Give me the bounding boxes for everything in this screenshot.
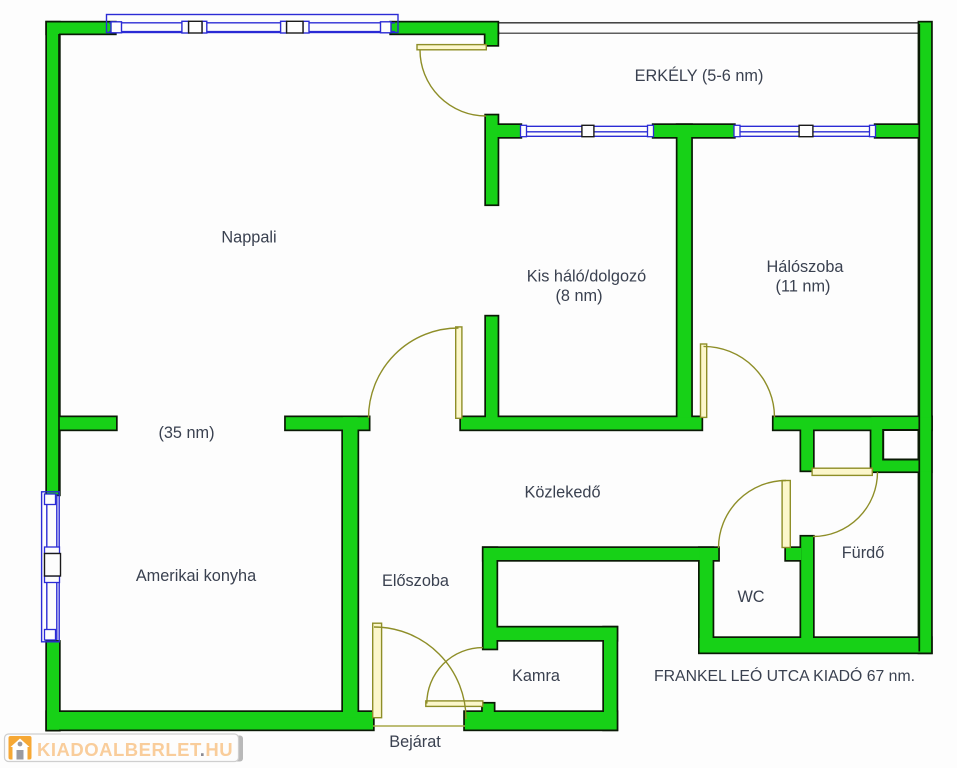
svg-text:(35 nm): (35 nm)	[158, 424, 214, 442]
svg-text:(8 nm): (8 nm)	[555, 287, 602, 305]
svg-text:Hálószoba: Hálószoba	[767, 258, 845, 276]
svg-text:KIADOALBERLET.HU: KIADOALBERLET.HU	[37, 739, 233, 760]
svg-text:Bejárat: Bejárat	[389, 733, 441, 751]
svg-text:Nappali: Nappali	[221, 229, 276, 247]
svg-text:ERKÉLY (5-6 nm): ERKÉLY (5-6 nm)	[635, 66, 764, 85]
svg-text:FRANKEL LEÓ UTCA KIADÓ 67 nm.: FRANKEL LEÓ UTCA KIADÓ 67 nm.	[654, 666, 915, 685]
svg-text:Amerikai konyha: Amerikai konyha	[136, 567, 257, 585]
svg-text:WC: WC	[737, 588, 764, 606]
svg-text:(11 nm): (11 nm)	[776, 278, 831, 296]
svg-text:Kis háló/dolgozó: Kis háló/dolgozó	[527, 268, 646, 286]
svg-text:Fürdő: Fürdő	[842, 544, 885, 562]
svg-text:Előszoba: Előszoba	[382, 572, 450, 590]
svg-text:Közlekedő: Közlekedő	[524, 484, 600, 502]
svg-text:Kamra: Kamra	[512, 667, 561, 685]
